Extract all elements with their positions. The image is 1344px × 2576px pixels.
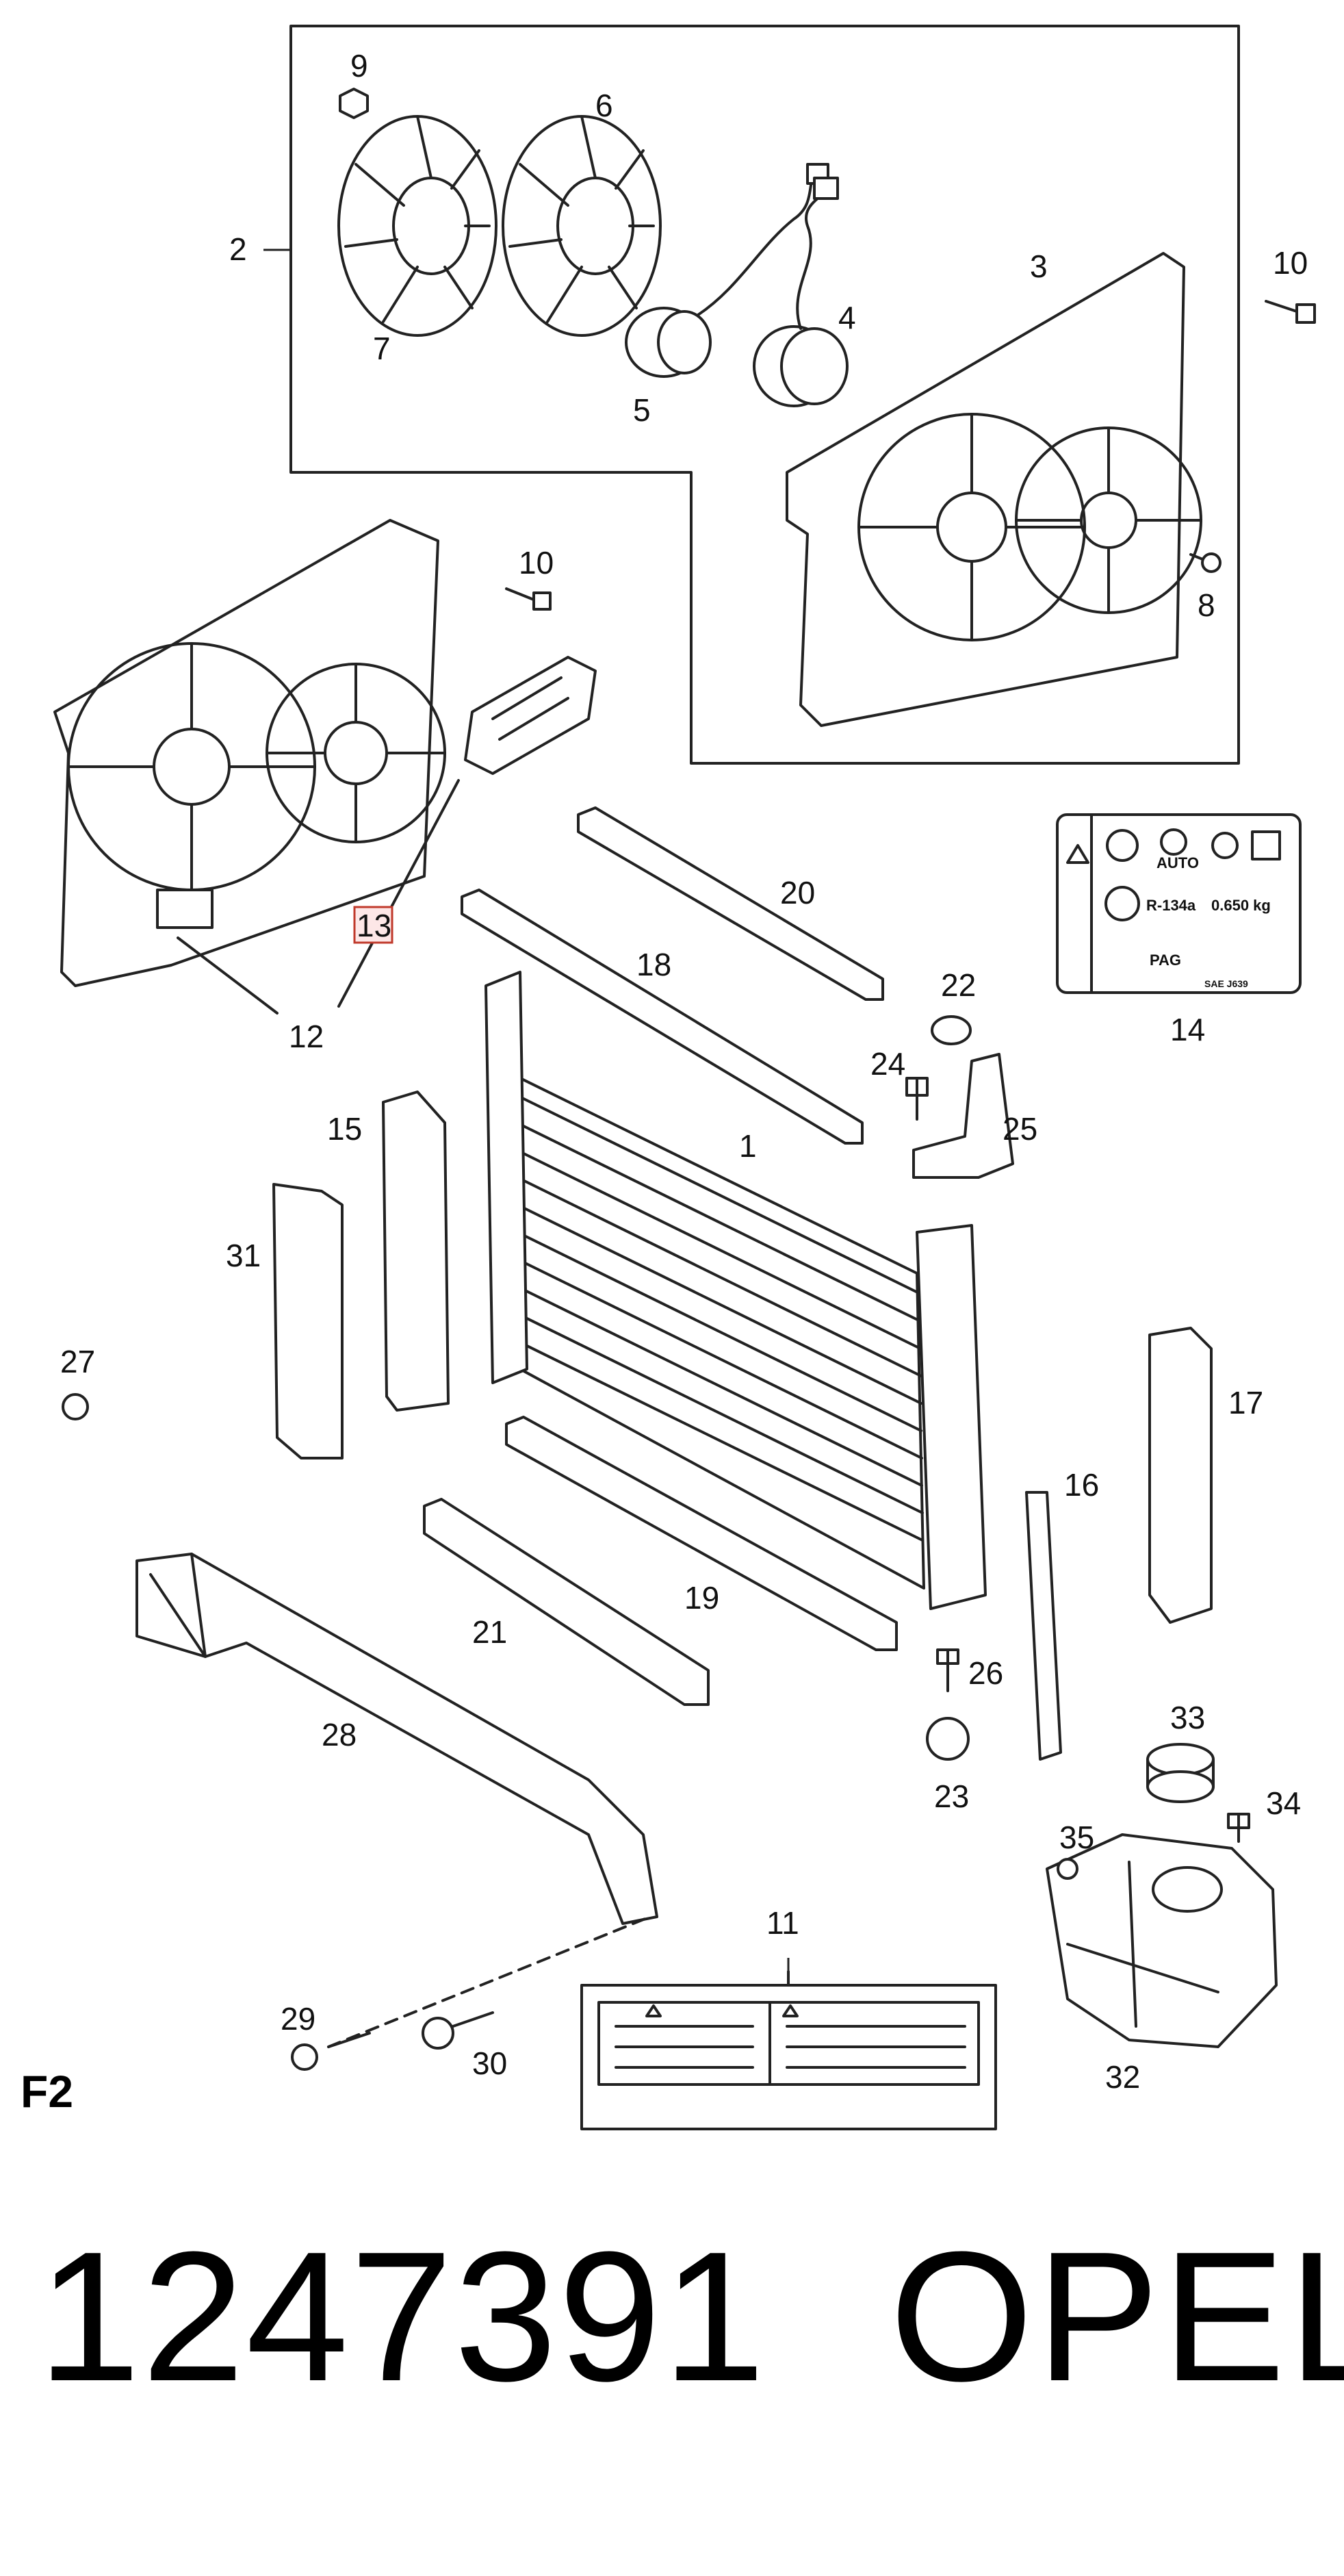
label-auto-text: AUTO [1156,854,1199,871]
callout-29: 29 [281,2001,315,2037]
callout-32: 32 [1105,2059,1140,2095]
callout-22: 22 [941,967,976,1003]
callout-8: 8 [1198,587,1215,623]
nut-9 [339,88,369,119]
bolt-8 [1189,552,1222,573]
seal-strip-18 [461,889,864,1145]
bracket-31 [272,1183,344,1459]
callout-27: 27 [60,1344,95,1379]
leader-13 [337,779,460,1008]
callout-20: 20 [780,875,815,910]
bracket-15 [382,1091,450,1412]
refrigerant-label-14 [1056,813,1302,994]
bolt-26 [936,1648,959,1692]
callout-33: 33 [1170,1700,1205,1735]
warning-label-11 [580,1970,997,2130]
callout-18: 18 [636,947,671,982]
brand-name: OPEL [890,2214,1344,2420]
callout-28: 28 [322,1717,357,1752]
label-refrigerant-text: R-134a [1146,897,1196,914]
coolant-reservoir-32 [1046,1833,1278,2048]
callout-6: 6 [595,88,613,123]
mount-22 [931,1015,972,1045]
callout-26: 26 [968,1655,1003,1691]
callout-1: 1 [739,1128,757,1164]
fan-blade-6 [502,115,662,337]
callout-30: 30 [472,2045,507,2081]
nut-23 [926,1717,970,1761]
fan-shroud-3 [786,252,1202,727]
inset-frame [289,25,1240,765]
label-charge-text: 0.650 kg [1211,897,1271,914]
callout-15: 15 [327,1111,362,1147]
motor-4 [753,177,849,407]
callout-9: 9 [350,48,368,84]
fan-module-assembly [53,519,446,987]
bolt-10-right [1265,300,1316,324]
callout-13: 13 [357,908,391,943]
cap-33 [1146,1743,1215,1803]
page-label: F2 [21,2066,74,2117]
callout-34: 34 [1266,1785,1301,1821]
callout-2: 2 [229,231,247,267]
bolt-24 [905,1077,929,1121]
callout-5: 5 [633,392,651,428]
part-number: 1247391 [38,2214,767,2420]
callout-24: 24 [870,1046,905,1082]
dashed-leader [327,1915,651,2048]
highlight-box-13 [353,906,393,944]
callout-14: 14 [1170,1012,1205,1047]
callout-31: 31 [226,1238,261,1273]
callout-21: 21 [472,1614,507,1650]
clip-27 [62,1393,89,1420]
seal-strip-21 [423,1498,710,1706]
callout-10-right: 10 [1273,245,1308,281]
callout-4: 4 [838,300,856,335]
callout-25: 25 [1003,1111,1037,1147]
callout-17: 17 [1228,1385,1263,1420]
bracket-17 [1148,1327,1213,1624]
callout-23: 23 [934,1778,969,1814]
callout-3: 3 [1030,248,1048,284]
fan-control-module-13 [464,656,597,775]
label-standard-text: SAE J639 [1204,978,1248,989]
seal-strip-20 [577,806,884,1001]
nut-35 [1057,1858,1078,1880]
callout-10-left: 10 [519,545,554,581]
clip-30 [422,2011,494,2050]
callout-11: 11 [766,1905,799,1941]
radiator-1 [484,971,987,1610]
callout-12: 12 [289,1019,324,1054]
callout-7: 7 [373,331,391,366]
bolt-34 [1227,1813,1250,1843]
callout-16: 16 [1064,1467,1099,1503]
callout-35: 35 [1059,1820,1094,1855]
bolt-10-left [505,587,552,611]
lower-support-28 [135,1553,658,1925]
bracket-25 [912,1053,1014,1179]
seal-strip-19 [505,1416,898,1651]
callout-19: 19 [684,1580,719,1616]
bracket-16 [1025,1491,1062,1761]
leader-12 [177,936,279,1015]
label-oil-text: PAG [1150,952,1181,969]
screw-29 [291,2032,371,2071]
motor-5 [625,163,829,378]
fan-blade-7 [337,115,497,337]
